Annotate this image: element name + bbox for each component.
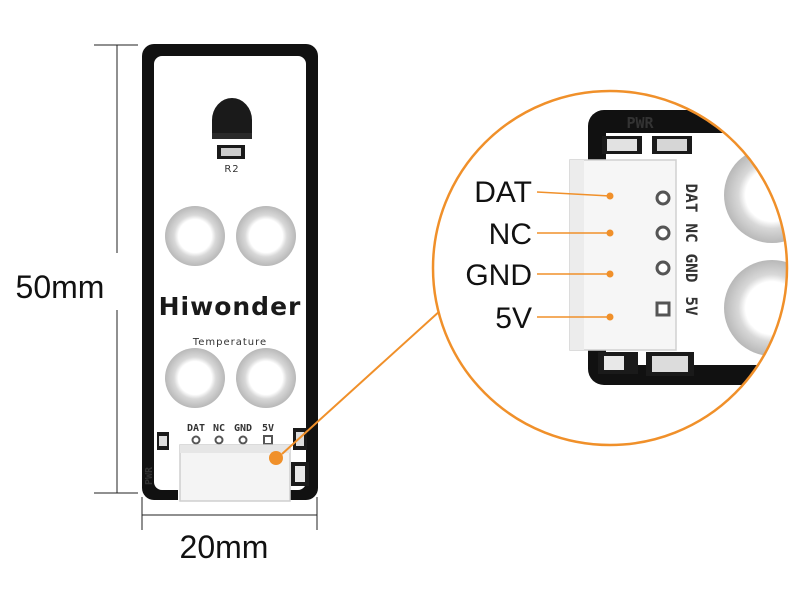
- pin-label-gnd: GND: [234, 423, 252, 434]
- zoom-pin-label-nc: NC: [682, 223, 701, 242]
- module-name: Temperature: [192, 337, 267, 348]
- callout-label-dat: DAT: [474, 176, 532, 209]
- zoom-pin-label-5v: 5V: [682, 296, 701, 316]
- highlight-marker: [269, 451, 283, 465]
- pwr-label: PWR: [144, 466, 155, 485]
- pin-leaders: [536, 191, 614, 321]
- height-label: 50mm: [16, 269, 105, 305]
- pin-label-5v: 5V: [262, 423, 274, 434]
- pin-label-nc: NC: [213, 423, 225, 434]
- callout-label-gnd: GND: [465, 259, 532, 292]
- mounting-hole: [165, 348, 225, 408]
- mounting-hole: [165, 206, 225, 266]
- pin-pads: [191, 435, 273, 445]
- brand-logo: Hiwonder: [159, 292, 302, 321]
- resistor-r2: R2: [217, 145, 245, 175]
- mounting-hole: [236, 206, 296, 266]
- pin-label-dat: DAT: [187, 423, 205, 434]
- power-led: [157, 432, 169, 450]
- width-label: 20mm: [180, 529, 269, 565]
- zoom-pwr-label: PWR: [626, 114, 654, 132]
- mounting-hole: [236, 348, 296, 408]
- height-dimension: 50mm: [16, 44, 138, 494]
- zoom-view: DAT NC GND 5V PWR DAT NC GND 5V: [431, 89, 789, 447]
- zoom-pin-label-gnd: GND: [682, 254, 701, 283]
- r2-label: R2: [224, 164, 239, 175]
- callout-label-nc: NC: [489, 218, 532, 251]
- callout-label-5v: 5V: [495, 302, 532, 335]
- sensor-board: R2 Hiwonder Temperature DAT NC GND 5V: [142, 44, 318, 502]
- zoom-pin-label-dat: DAT: [682, 184, 701, 213]
- width-dimension: 20mm: [141, 497, 318, 565]
- thermistor-component: [212, 98, 252, 139]
- callout-line: [281, 299, 453, 455]
